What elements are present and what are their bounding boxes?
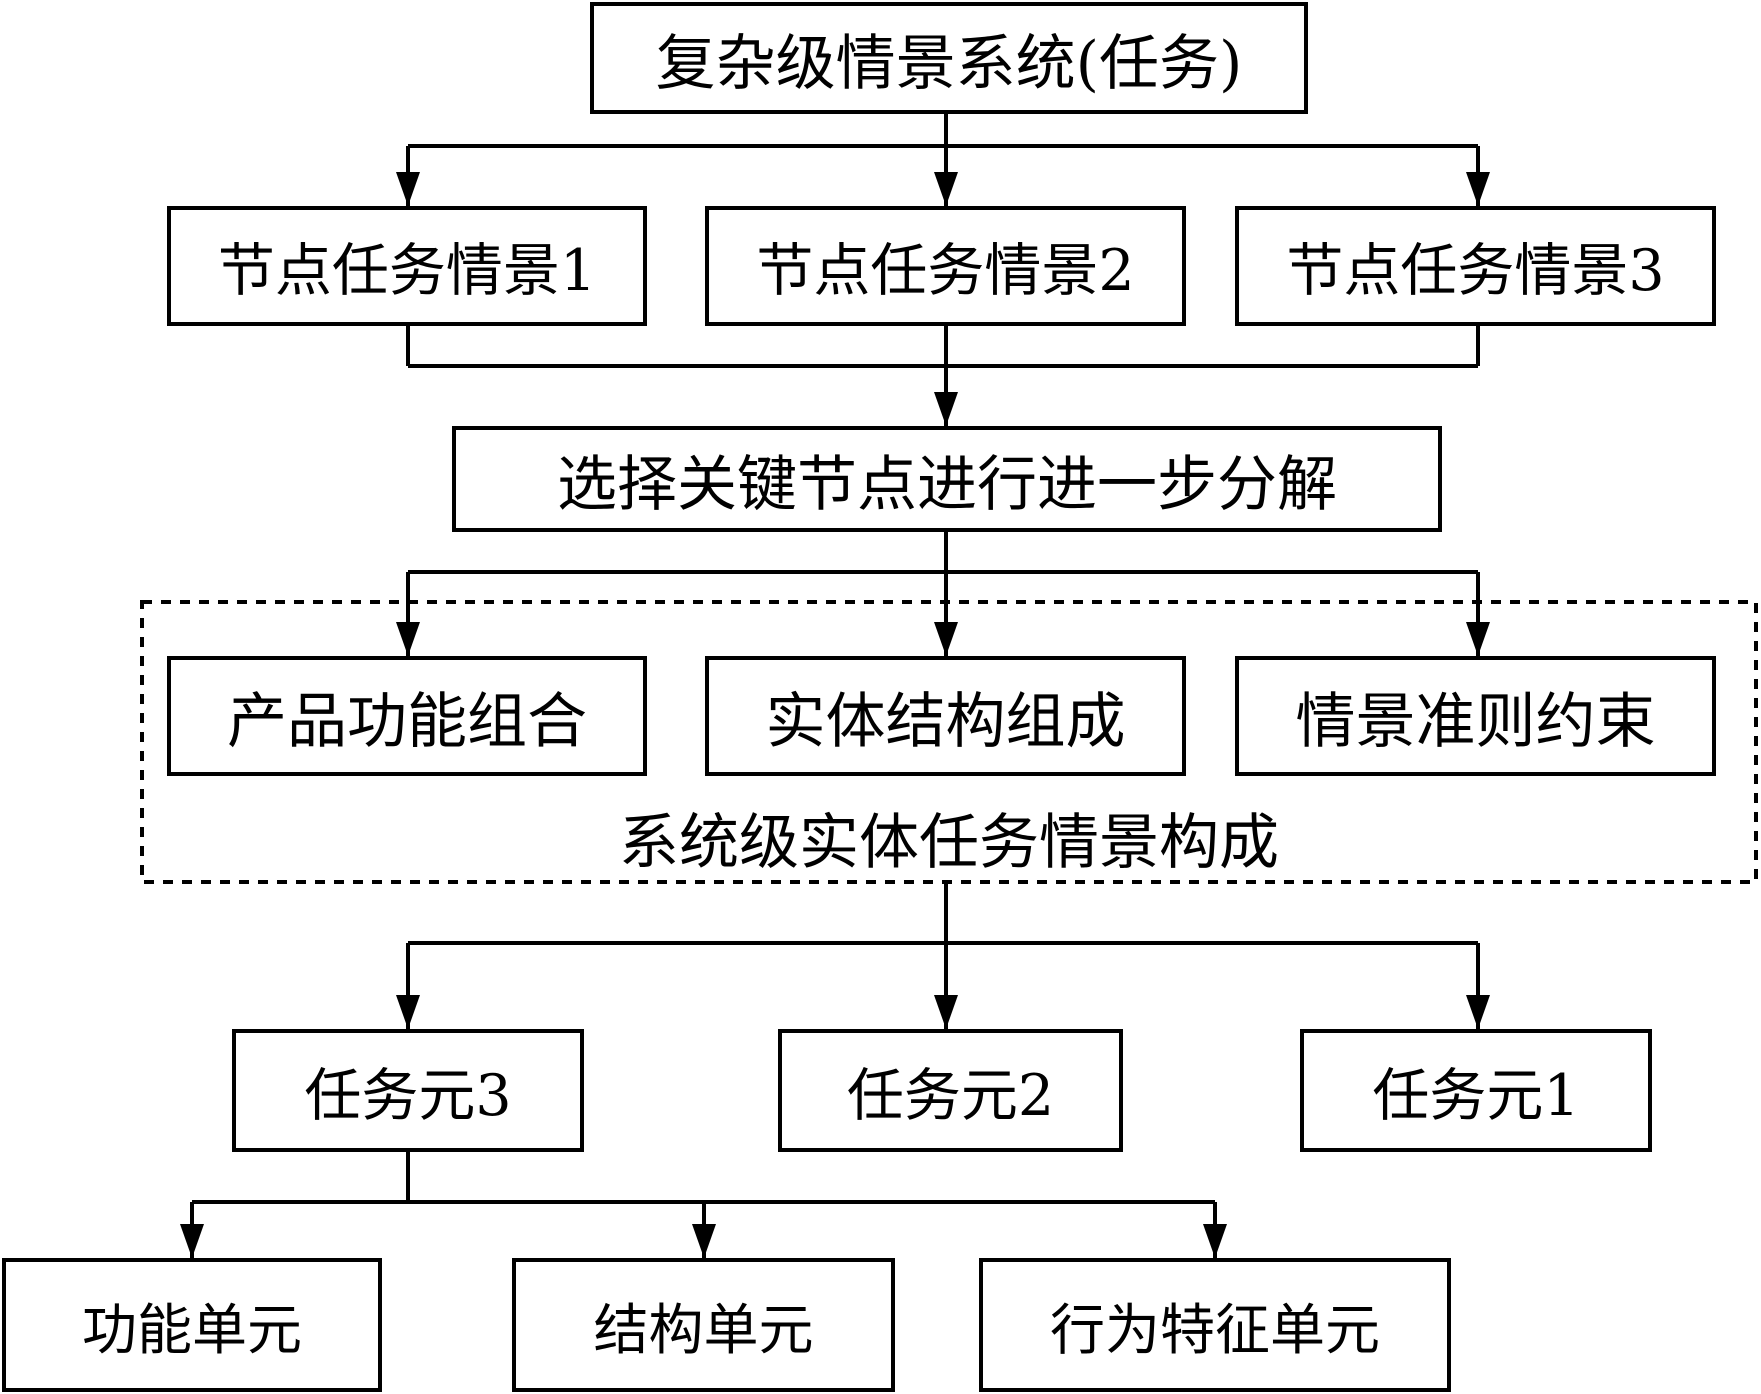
node-scenario-1: 节点任务情景1 [167, 206, 647, 326]
unit-label: 行为特征单元 [1049, 1298, 1380, 1362]
node-scenario-3: 节点任务情景3 [1235, 206, 1716, 326]
task-element-3: 任务元3 [232, 1029, 584, 1152]
task-element-2: 任务元2 [778, 1029, 1123, 1152]
arrowhead [180, 1224, 204, 1258]
group-item-label: 实体结构组成 [765, 686, 1126, 757]
arrowhead [692, 1224, 716, 1258]
task-element-label: 任务元3 [304, 1062, 512, 1129]
arrowhead [934, 622, 958, 656]
arrowhead [1466, 622, 1490, 656]
node-scenario-label: 节点任务情景1 [217, 238, 597, 304]
unit-structure: 结构单元 [512, 1258, 895, 1392]
unit-label: 功能单元 [81, 1298, 302, 1362]
group-item-entity-structure: 实体结构组成 [705, 656, 1186, 776]
arrowhead [934, 172, 958, 206]
root-label: 复杂级情景系统(任务) [655, 28, 1243, 99]
arrowhead [396, 622, 420, 656]
unit-function: 功能单元 [2, 1258, 382, 1392]
task-element-label: 任务元2 [846, 1062, 1055, 1129]
system-group-border [140, 600, 1758, 884]
arrowhead [934, 995, 958, 1029]
decompose-label: 选择关键节点进行进一步分解 [557, 449, 1337, 520]
decompose-node: 选择关键节点进行进一步分解 [452, 426, 1442, 532]
arrowhead [1466, 995, 1490, 1029]
root-node: 复杂级情景系统(任务) [590, 2, 1308, 114]
task-element-1: 任务元1 [1300, 1029, 1652, 1152]
arrowhead [396, 172, 420, 206]
unit-label: 结构单元 [593, 1298, 814, 1362]
arrowhead [934, 392, 958, 426]
node-scenario-2: 节点任务情景2 [705, 206, 1186, 326]
group-item-label: 情景准则约束 [1295, 686, 1656, 757]
unit-behavior-feature: 行为特征单元 [979, 1258, 1451, 1392]
node-scenario-label: 节点任务情景2 [756, 238, 1135, 304]
arrowhead [396, 995, 420, 1029]
system-group-label: 系统级实体任务情景构成 [619, 807, 1279, 878]
arrowheads [180, 172, 1490, 1258]
group-item-label: 产品功能组合 [227, 686, 587, 757]
group-item-product-function: 产品功能组合 [167, 656, 647, 776]
arrowhead [1203, 1224, 1227, 1258]
task-element-label: 任务元1 [1372, 1062, 1580, 1129]
arrowhead [1466, 172, 1490, 206]
group-item-scenario-constraint: 情景准则约束 [1235, 656, 1716, 776]
node-scenario-label: 节点任务情景3 [1286, 238, 1665, 304]
